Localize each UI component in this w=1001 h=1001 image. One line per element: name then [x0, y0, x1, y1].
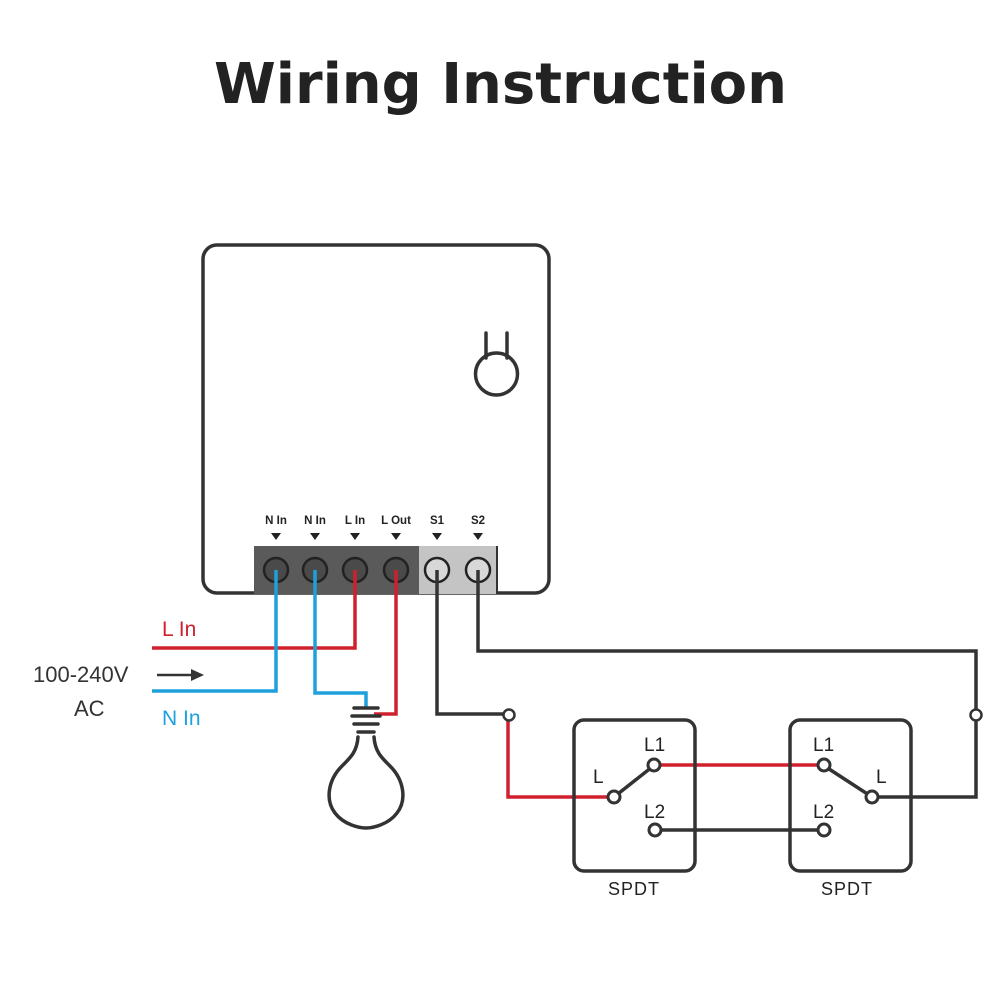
wire-s2-switch2-common [872, 720, 978, 799]
supply-neutral-label: N In [162, 707, 201, 730]
supply-wires [152, 570, 398, 716]
arrow-right-icon [157, 669, 204, 681]
terminal-label-s1: S1 [430, 515, 445, 527]
wire-neutral-lamp [313, 570, 368, 708]
spdt-2-common-label: L [876, 767, 887, 788]
spdt-2-l2-label: L2 [813, 802, 834, 823]
wire-s1 [435, 570, 508, 716]
terminal-label-l-out: L Out [381, 515, 411, 527]
terminal-label-l-in: L In [345, 515, 365, 527]
page-title: Wiring Instruction [213, 52, 787, 117]
spdt-1-l1-label: L1 [644, 735, 665, 756]
terminal-label-n-in-2: N In [304, 515, 326, 527]
spdt-2-name: SPDT [821, 879, 873, 899]
spdt-1-common-label: L [593, 767, 604, 788]
spdt-1-common-terminal [606, 789, 622, 805]
terminal-label-s2: S2 [471, 515, 485, 527]
spdt-2-l1-label: L1 [813, 735, 834, 756]
spdt-switch-2: L1 L L2 [788, 718, 913, 873]
wire-live-in [152, 570, 357, 650]
wire-s2 [476, 570, 978, 710]
switch-module: N In N In L In L Out S1 S2 [201, 243, 551, 595]
supply-line-label: L In [162, 618, 196, 641]
wire-live-out-lamp [374, 570, 398, 716]
spdt-switch-1: L L1 L2 [572, 718, 697, 873]
junction-dot-right [969, 708, 983, 722]
spdt-2-l2-terminal [816, 822, 832, 838]
spdt-2-common-terminal [864, 789, 880, 805]
terminal-label-n-in-1: N In [265, 515, 287, 527]
supply-ac-label: AC [74, 696, 105, 721]
spdt-1-l2-terminal [647, 822, 663, 838]
spdt-1-l1-terminal [646, 757, 662, 773]
spdt-2-l1-terminal [816, 757, 832, 773]
wire-neutral-in [152, 570, 278, 693]
light-bulb-icon [327, 706, 405, 830]
wifi-antenna-icon [473, 331, 520, 397]
terminal-block-edge [496, 546, 498, 594]
wire-s1-switch1-common [506, 720, 610, 799]
spdt-1-name: SPDT [608, 879, 660, 899]
terminal-block [254, 546, 498, 594]
terminal-pointers [271, 533, 483, 540]
supply-voltage-label: 100-240V [33, 662, 129, 687]
control-wires [435, 570, 978, 832]
junction-dot-left [502, 708, 516, 722]
spdt-1-l2-label: L2 [644, 802, 665, 823]
